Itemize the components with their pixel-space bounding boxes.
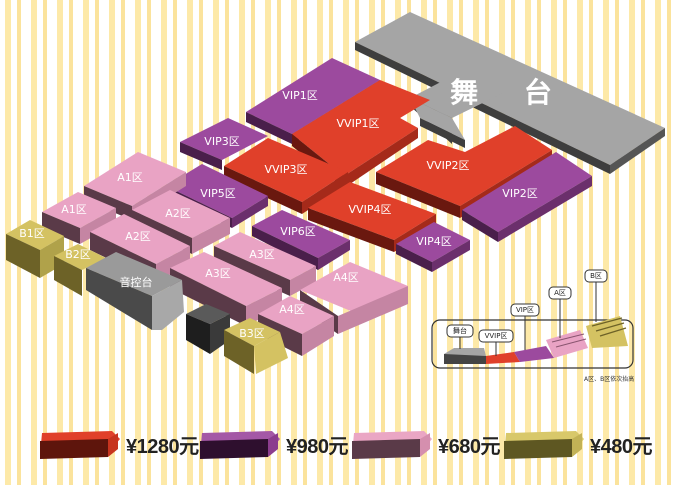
legend-item-vvip: ¥1280元 xyxy=(36,424,199,464)
section-label: VIP6区 xyxy=(280,225,315,238)
section-vip2[interactable]: VIP2区 xyxy=(462,152,592,242)
stage-label: 舞 台 xyxy=(450,76,570,109)
inset-label-a: A区 xyxy=(554,289,566,297)
section-label: A3区 xyxy=(205,267,231,280)
inset-label-vip: VIP区 xyxy=(516,306,534,314)
section-label: A4区 xyxy=(279,303,305,316)
section-label: A1区 xyxy=(117,171,143,184)
section-label: VIP1区 xyxy=(282,89,317,102)
section-label: B2区 xyxy=(65,248,91,261)
a-swatch-icon xyxy=(352,431,432,459)
vip-swatch-icon xyxy=(200,431,280,459)
elevation-inset: 舞台 VVIP区 VIP区 A区 B区 xyxy=(431,269,634,369)
section-b2[interactable]: B2区 xyxy=(54,244,106,296)
section-label: VVIP2区 xyxy=(427,159,470,172)
section-label: VIP4区 xyxy=(416,235,451,248)
section-vvip3[interactable]: VVIP3区 xyxy=(224,138,348,214)
section-label: A3区 xyxy=(249,248,275,261)
b-swatch-icon xyxy=(504,431,584,459)
stage: 舞 台 xyxy=(355,12,665,174)
section-label: A2区 xyxy=(165,207,191,220)
section-label: VVIP4区 xyxy=(349,203,392,216)
vvip-swatch-icon xyxy=(40,431,120,459)
section-label: VIP5区 xyxy=(200,187,235,200)
section-label: VVIP1区 xyxy=(337,117,380,130)
elevation-note: A区、B区依次抬高 xyxy=(584,376,635,383)
control-booth: 音控台 xyxy=(86,252,184,330)
price-vip: ¥980元 xyxy=(286,435,349,458)
price-legend: ¥1280元 ¥980元 ¥680元 ¥480元 xyxy=(0,424,681,464)
section-label: A4区 xyxy=(333,271,359,284)
legend-item-vip: ¥980元 xyxy=(196,424,349,464)
legend-item-b: ¥480元 xyxy=(500,424,653,464)
technical-booth xyxy=(186,304,230,354)
section-vip6[interactable]: VIP6区 xyxy=(252,210,350,270)
price-b: ¥480元 xyxy=(590,435,653,458)
section-b3[interactable]: B3区 xyxy=(224,318,288,374)
section-vip3[interactable]: VIP3区 xyxy=(180,118,268,170)
section-a3-lower[interactable]: A3区 xyxy=(170,252,282,326)
price-vvip: ¥1280元 xyxy=(126,435,199,458)
legend-item-a: ¥680元 xyxy=(348,424,501,464)
section-label: B1区 xyxy=(19,227,45,240)
price-a: ¥680元 xyxy=(438,435,501,458)
inset-label-stage: 舞台 xyxy=(453,326,467,335)
section-vip4[interactable]: VIP4区 xyxy=(396,222,470,272)
section-a1-lower[interactable]: A1区 xyxy=(42,192,116,244)
section-label: VIP3区 xyxy=(204,135,239,148)
section-label: A1区 xyxy=(61,203,87,216)
inset-label-vvip: VVIP区 xyxy=(485,332,508,340)
control-booth-label: 音控台 xyxy=(120,275,153,289)
inset-label-b: B区 xyxy=(590,272,602,280)
section-label: B3区 xyxy=(239,327,265,340)
section-label: A2区 xyxy=(125,230,151,243)
section-label: VVIP3区 xyxy=(265,163,308,176)
section-label: VIP2区 xyxy=(502,187,537,200)
